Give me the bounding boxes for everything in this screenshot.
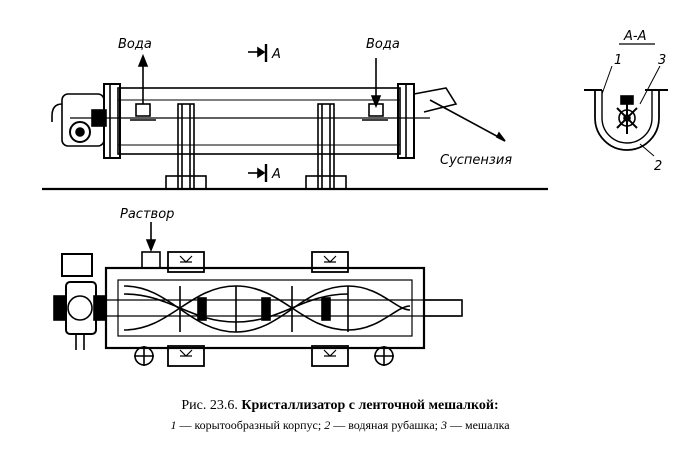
water-inlet-label: Вода — [118, 37, 152, 52]
figure-title: Кристаллизатор с ленточной мешалкой: — [241, 398, 499, 413]
section-top-label: А — [271, 47, 281, 62]
drive-unit-side — [51, 93, 107, 147]
legend-num-1: 1 — [170, 418, 177, 432]
water-outlet-label: Вода — [366, 37, 400, 52]
figure-caption-title: Рис. 23.6. Кристаллизатор с ленточной ме… — [0, 398, 680, 414]
section-view-title: А-А — [623, 29, 646, 44]
legend-text-3: — мешалка — [446, 418, 510, 432]
legend-num-2: 2 — [324, 418, 331, 432]
section-bottom-label: А — [271, 167, 281, 182]
solution-inlet — [141, 222, 161, 269]
support-left — [165, 103, 207, 190]
water-inlet-nozzle — [130, 53, 156, 121]
drive-unit-plan — [53, 253, 107, 350]
section-mark-top — [248, 44, 268, 62]
water-outlet-nozzle — [362, 58, 388, 121]
part-1-label: 1 — [614, 53, 622, 68]
section-mark-bottom — [248, 164, 268, 182]
section-a-a-view — [584, 43, 668, 157]
trough-body-side — [117, 87, 401, 155]
side-view — [42, 44, 548, 191]
ribbon-agitator — [123, 285, 411, 333]
support-right — [305, 103, 347, 190]
suspension-outlet — [413, 87, 506, 142]
suspension-label: Суспензия — [440, 153, 512, 168]
figure-number: Рис. 23.6. — [181, 398, 238, 413]
figure-caption-legend: 1 — корытообразный корпус; 2 — водяная р… — [0, 418, 680, 433]
part-2-label: 2 — [654, 159, 662, 174]
legend-num-3: 3 — [440, 418, 447, 432]
legend-text-1: — корытообразный корпус; — [176, 418, 325, 432]
solution-label: Раствор — [120, 207, 174, 222]
legend-text-2: — водяная рубашка; — [330, 418, 441, 432]
plan-view — [53, 222, 463, 367]
foundation-bolts — [134, 346, 394, 366]
plan-supports — [167, 251, 349, 367]
part-3-label: 3 — [658, 53, 666, 68]
